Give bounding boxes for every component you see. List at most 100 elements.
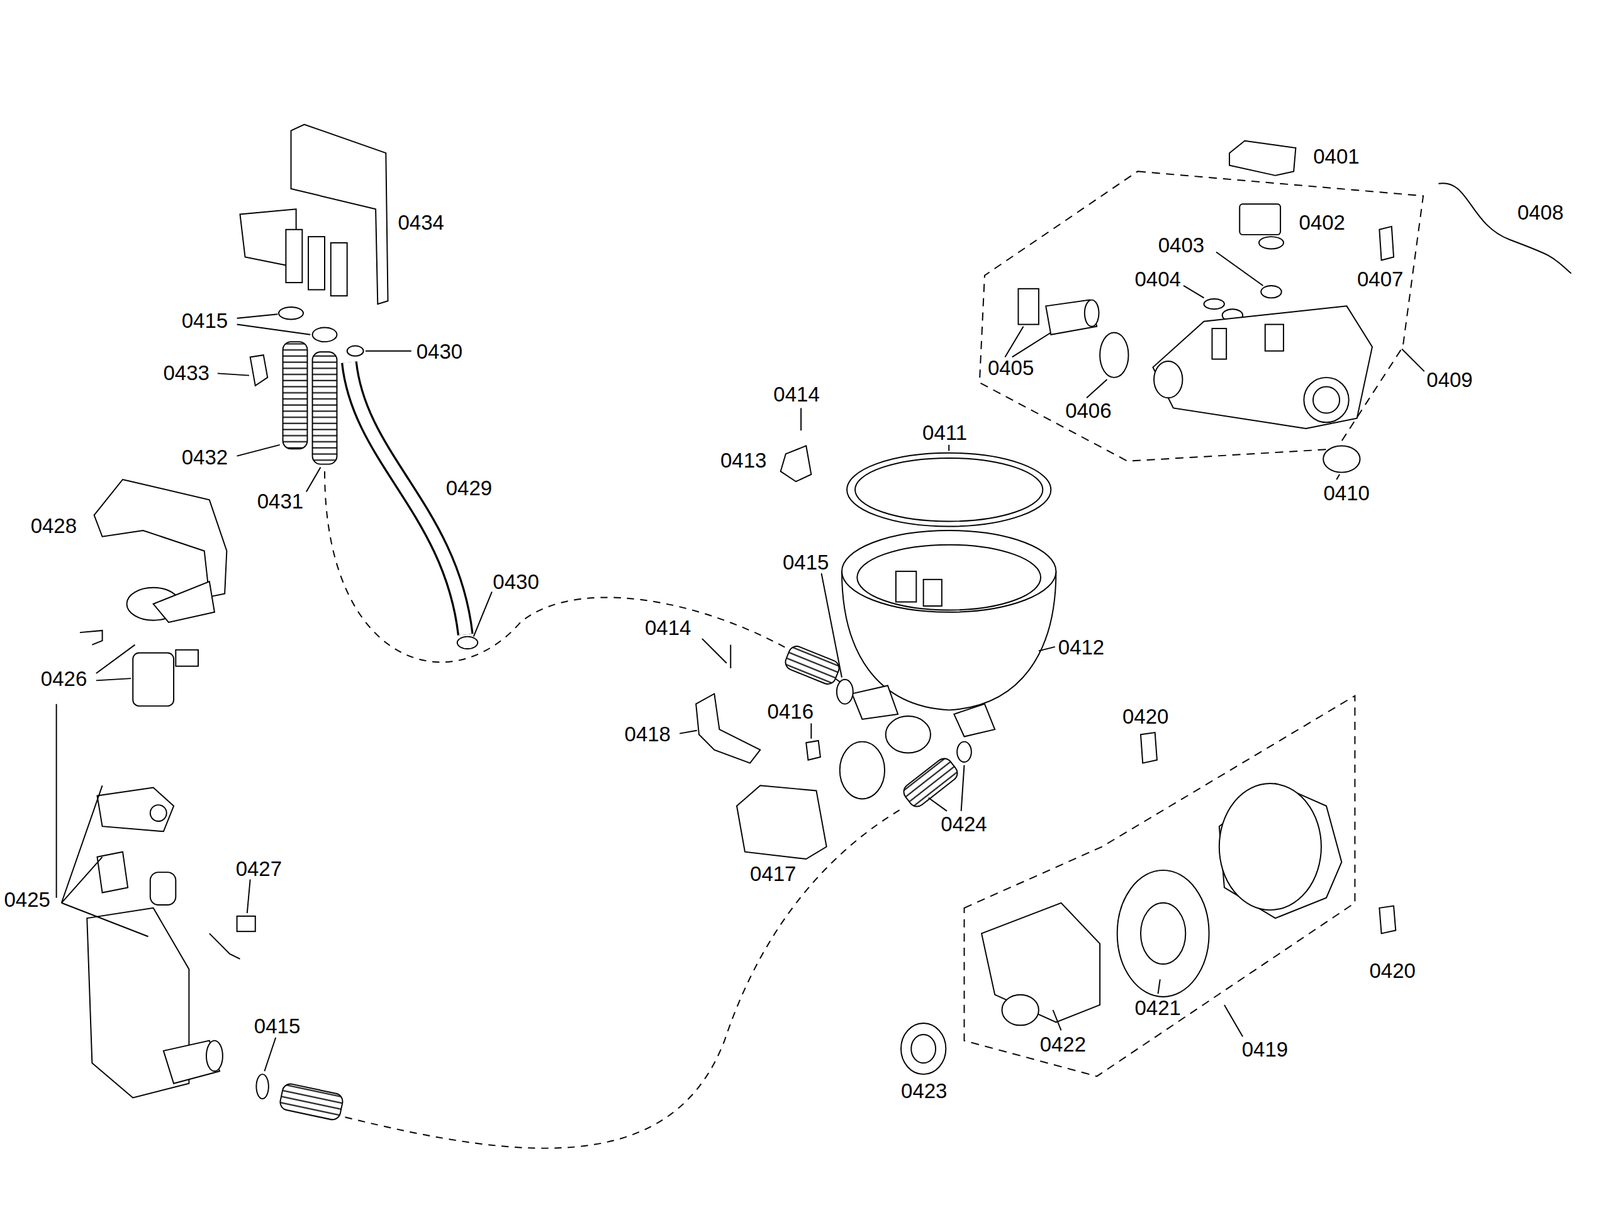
callout-number: 0409 [1426,369,1473,391]
callout-number: 0415 [254,1015,301,1037]
group-outline [979,171,1424,461]
leader-line [96,251,1425,1071]
part-drawing [153,581,215,623]
part-drawing [836,679,854,705]
callout-number: 0420 [1122,705,1169,727]
part-drawing [1229,140,1296,176]
part-drawing [1323,445,1360,472]
callout-number: 0415 [782,551,829,573]
callout-number: 0403 [1158,234,1205,256]
callout-number: 0430 [416,341,463,362]
leader-line [1086,379,1107,398]
part-drawing [1219,783,1343,918]
part-drawing [132,653,174,706]
part-drawing [846,453,1051,527]
part-drawing [900,755,961,810]
callout-number: 0405 [987,357,1034,379]
part-drawing [895,571,917,603]
part-drawing [1204,298,1225,309]
part-drawing [981,902,1100,1023]
part-drawing [256,1074,269,1099]
part-drawing [1084,300,1100,327]
leader-line [1183,285,1204,298]
callout-number: 0425 [3,889,50,910]
callout-number: 0401 [1313,145,1360,167]
callout-number: 0428 [30,515,77,537]
part-drawing [953,704,995,737]
part-drawing [150,804,167,822]
leader-line [948,444,950,452]
part-drawing [1002,994,1039,1026]
callout-number: 0419 [1241,1038,1288,1060]
leader-line [821,573,842,677]
part-drawing [956,741,972,762]
part-drawing [1313,386,1340,413]
part-drawing [1099,332,1129,378]
part-drawing [94,479,228,597]
part-drawing [851,685,898,720]
leader-line [237,444,280,457]
callout-number: 0433 [162,362,209,384]
part-drawing [175,649,199,667]
part-drawing [911,1034,936,1063]
part-drawing [209,933,241,959]
part-drawing [800,407,802,431]
callout-number: 0407 [1357,268,1404,290]
callout-number: 0432 [181,446,228,468]
part-drawing [1153,361,1183,398]
part-drawing [347,346,364,357]
callout-number: 0414 [773,383,820,405]
part-drawing [56,479,345,1122]
leader-line [264,1037,276,1072]
leader-line [473,591,493,637]
part-drawing [1265,324,1284,352]
part-drawing [780,445,812,482]
part-drawing [285,229,303,283]
part-drawing [278,307,304,319]
leader-line [1336,474,1340,480]
leader-line [1038,646,1056,651]
part-drawing [1117,870,1210,997]
leader-line [365,350,412,352]
part-drawing [1379,226,1394,261]
part-drawing [1140,732,1158,764]
leader-line [237,313,311,335]
callout-number: 0412 [1058,636,1105,658]
callout-number: 0420 [1369,960,1416,981]
part-drawing [695,407,1396,934]
part-drawing [923,579,942,606]
callout-number: 0429 [446,477,493,499]
leader-line [1401,348,1425,372]
callout-number: 0415 [181,310,228,331]
part-drawing [839,741,885,800]
leader-line [1158,979,1161,994]
callout-number: 0404 [1134,268,1181,290]
hose-route [324,471,845,686]
leader-line [1224,1004,1243,1037]
callout-number: 0421 [1134,997,1181,1019]
callout-number: 0417 [749,863,796,884]
callout-number: 0414 [644,617,691,638]
part-drawing [695,693,761,763]
part-drawing [96,787,174,832]
part-drawing [55,704,58,898]
leader-line [810,722,812,739]
part-drawing [885,716,931,753]
part-drawing [1219,783,1322,910]
part-drawing [1152,305,1373,429]
part-drawing [729,644,732,669]
part-drawing [1018,140,1572,473]
hose-route [324,471,903,1149]
part-drawing [1239,203,1281,235]
part-drawing [79,630,103,645]
part-drawing [841,530,1056,613]
callout-number: 0416 [767,700,814,722]
leader-line [217,373,250,375]
leader-line [1216,251,1264,286]
part-drawing [900,1023,946,1075]
part-drawing [855,458,1043,522]
callout-number: 0431 [257,490,304,512]
part-drawing [1379,906,1396,934]
callout-number: 0413 [720,449,767,471]
part-drawing [250,354,269,386]
